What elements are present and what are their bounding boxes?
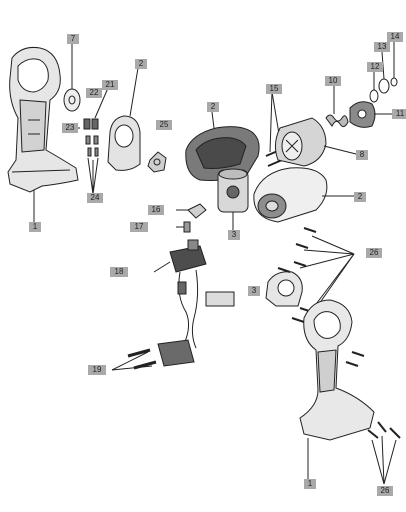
label-2c: 2	[354, 192, 366, 202]
label-3a: 3	[248, 286, 260, 296]
housing-half-left	[7, 47, 79, 222]
gearbox-8	[274, 117, 357, 167]
label-1b: 1	[304, 479, 316, 489]
label-24: 24	[87, 193, 103, 203]
rings-12-14	[369, 42, 398, 103]
screws-26	[277, 227, 401, 485]
label-21: 21	[102, 80, 118, 90]
label-1a: 1	[29, 222, 41, 232]
label-3b: 3	[228, 230, 240, 240]
label-2a: 2	[207, 102, 219, 112]
electronics-18	[153, 239, 235, 349]
switch-parts-16-17	[176, 203, 207, 233]
label-14: 14	[387, 32, 403, 42]
label-19: 19	[88, 365, 106, 375]
label-22: 22	[86, 88, 102, 98]
label-17: 17	[130, 222, 148, 232]
housing-half-right	[299, 299, 375, 480]
label-23: 23	[62, 123, 78, 133]
label-18: 18	[110, 267, 128, 277]
gear-housing-shell	[185, 111, 260, 181]
label-16: 16	[148, 205, 164, 215]
part-25	[147, 151, 167, 173]
label-11: 11	[392, 109, 406, 119]
label-15: 15	[266, 84, 282, 94]
label-13: 13	[374, 42, 390, 52]
contacts-19	[111, 339, 195, 371]
label-8: 8	[356, 150, 368, 160]
part-3-upper	[107, 67, 141, 171]
nose-housing-2	[253, 167, 354, 223]
label-26b: 26	[377, 486, 393, 496]
label-25: 25	[156, 120, 172, 130]
label-7: 7	[67, 34, 79, 44]
label-2b: 2	[135, 59, 147, 69]
label-12: 12	[367, 62, 383, 72]
label-10: 10	[325, 76, 341, 86]
parts-21-24	[74, 87, 109, 195]
spring-10	[325, 86, 349, 128]
part-3-lower	[265, 271, 303, 307]
motor-6	[217, 168, 249, 230]
label-26a: 26	[366, 248, 382, 258]
part-7	[63, 44, 81, 112]
chuck-11	[349, 101, 392, 128]
